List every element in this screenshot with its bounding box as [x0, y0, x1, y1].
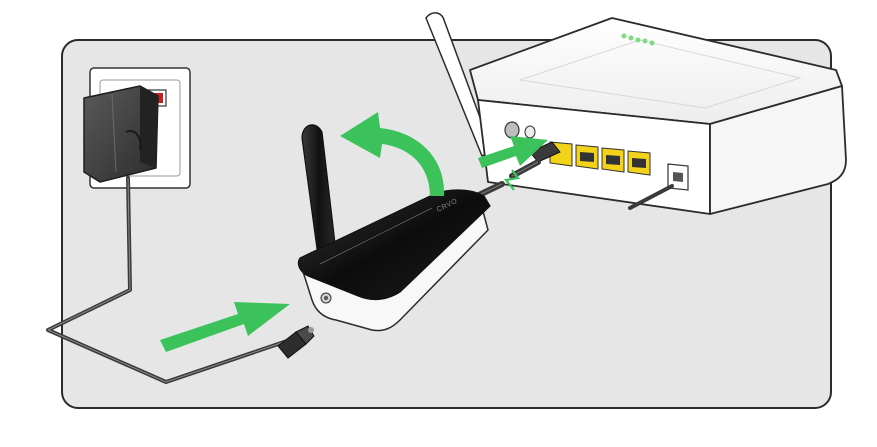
rotate-arrow: [340, 112, 445, 196]
phone-cable: [628, 184, 674, 210]
dc-plug-icon: [277, 325, 315, 359]
router-icon: [425, 12, 847, 215]
router-led-icon: [621, 33, 655, 46]
wifi-adapter-icon: CRVO: [297, 124, 491, 332]
power-arrow: [160, 302, 290, 352]
ethernet-arrow: [478, 136, 548, 168]
power-adapter-icon: [83, 85, 159, 183]
ethernet-ports: [549, 141, 651, 176]
